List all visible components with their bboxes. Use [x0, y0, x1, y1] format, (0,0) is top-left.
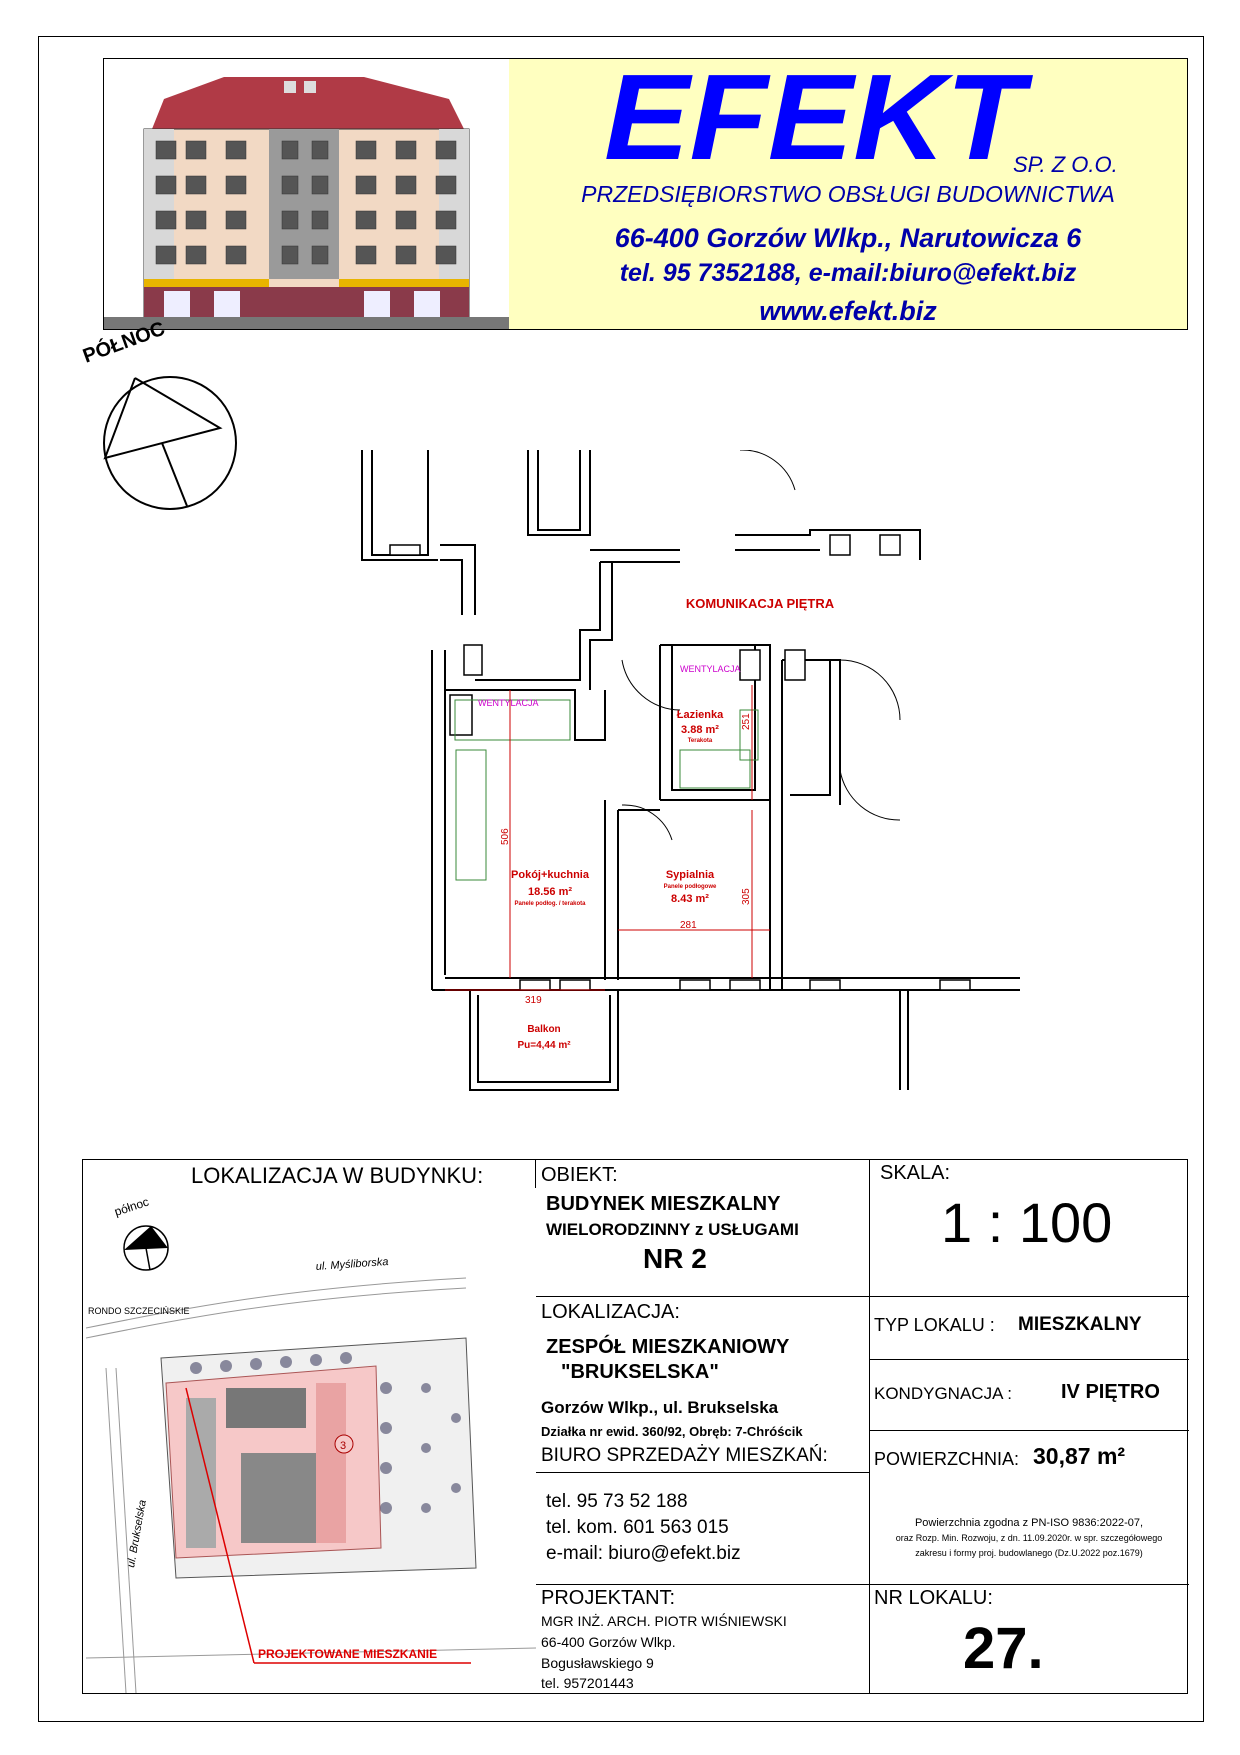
room-kitchen-label: Pokój+kuchnia	[511, 869, 590, 881]
vent-label-kitchen: WENTYLACJA	[478, 698, 539, 708]
sales-mobile[interactable]: tel. kom. 601 563 015	[546, 1517, 729, 1538]
efekt-logo: EFEKT	[604, 63, 1034, 171]
dimension-506: 506	[500, 828, 511, 845]
room-bathroom-label: Łazienka	[677, 709, 724, 721]
designer-city: 66-400 Gorzów Wlkp.	[541, 1634, 676, 1650]
dimension-305: 305	[741, 888, 752, 905]
room-kitchen-area: 18.56 m²	[528, 886, 572, 898]
area-value: 30,87 m²	[1033, 1443, 1126, 1469]
scale-value: 1 : 100	[941, 1191, 1113, 1254]
company-description: PRZEDSIĘBIORSTWO OBSŁUGI BUDOWNICTWA	[581, 181, 1115, 207]
vent-label-bathroom: WENTYLACJA	[680, 664, 741, 674]
north-arrow-icon	[103, 376, 237, 510]
dimension-319: 319	[525, 995, 542, 1006]
room-bathroom-area: 3.88 m²	[681, 724, 719, 736]
designer-name: MGR INŻ. ARCH. PIOTR WIŚNIEWSKI	[541, 1613, 787, 1629]
sales-phone[interactable]: tel. 95 73 52 188	[546, 1491, 688, 1512]
object-label: OBIEKT:	[541, 1164, 618, 1186]
sales-title: BIURO SPRZEDAŻY MIESZKAŃ:	[541, 1445, 828, 1466]
estate-address: Gorzów Wlkp., ul. Brukselska	[541, 1398, 779, 1417]
area-label: POWIERZCHNIA:	[874, 1449, 1020, 1469]
floor-label: KONDYGNACJA :	[874, 1384, 1012, 1403]
unit-label: NR LOKALU:	[874, 1587, 993, 1609]
scale-label: SKALA:	[880, 1162, 951, 1184]
room-bathroom-finish: Terakota	[688, 738, 713, 744]
object-line-2: WIELORODZINNY z USŁUGAMI	[546, 1220, 799, 1239]
area-note-2: oraz Rozp. Min. Rozwoju, z dn. 11.09.202…	[895, 1533, 1163, 1543]
floor-plan: KOMUNIKACJA PIĘTRA Łazienka 3.88 m² Tera…	[361, 450, 1020, 1091]
company-website[interactable]: www.efekt.biz	[759, 296, 937, 326]
sales-email[interactable]: e-mail: biuro@efekt.biz	[546, 1543, 741, 1564]
room-bedroom-area: 8.43 m²	[671, 893, 709, 905]
room-balcony-area: Pu=4,44 m²	[517, 1040, 571, 1051]
logo-text: EFEKT	[604, 63, 1034, 171]
designer-title: PROJEKTANT:	[541, 1587, 676, 1609]
room-corridor-label: KOMUNIKACJA PIĘTRA	[686, 596, 835, 611]
title-block: LOKALIZACJA W BUDYNKU: 3	[82, 1159, 1189, 1694]
area-note-3: zakresu i formy proj. budowlanego (Dz.U.…	[915, 1548, 1143, 1558]
object-line-3: NR 2	[643, 1243, 707, 1274]
room-bedroom-finish: Panele podłogowe	[664, 884, 717, 890]
room-balcony-label: Balkon	[527, 1024, 560, 1035]
building-number: 3	[340, 1440, 346, 1452]
building-elevation-image	[104, 59, 510, 329]
type-value: MIESZKALNY	[1018, 1314, 1142, 1335]
company-contact: tel. 95 7352188, e-mail:biuro@efekt.biz	[619, 259, 1077, 287]
estate-line-1: ZESPÓŁ MIESZKANIOWY	[546, 1336, 790, 1358]
site-map: 3 północ ul. Myśliborska RONDO SZCZECIŃS…	[86, 1188, 536, 1693]
localization-label: LOKALIZACJA:	[541, 1301, 680, 1323]
column-divider	[869, 1160, 870, 1693]
object-line-1: BUDYNEK MIESZKALNY	[546, 1193, 781, 1215]
page-frame	[38, 36, 1204, 1722]
type-label: TYP LOKALU :	[874, 1315, 995, 1335]
logo-suffix: SP. Z O.O.	[1013, 152, 1118, 177]
room-kitchen-finish: Panele podłog. / terakota	[514, 901, 586, 907]
projected-apartment-label: PROJEKTOWANE MIESZKANIE	[258, 1647, 437, 1661]
roundabout-label: RONDO SZCZECIŃSKIE	[88, 1306, 190, 1316]
company-info: EFEKT SP. Z O.O. PRZEDSIĘBIORSTWO OBSŁUG…	[509, 59, 1187, 329]
room-bedroom-label: Sypialnia	[666, 869, 715, 881]
plot-number: Działka nr ewid. 360/92, Obręb: 7-Chróśc…	[541, 1424, 803, 1439]
dimension-281: 281	[680, 920, 697, 931]
floor-value: IV PIĘTRO	[1061, 1381, 1160, 1403]
estate-line-2: "BRUKSELSKA"	[561, 1361, 719, 1383]
location-title: LOKALIZACJA W BUDYNKU:	[191, 1163, 484, 1188]
designer-phone: tel. 957201443	[541, 1675, 634, 1691]
designer-street: Bogusławskiego 9	[541, 1655, 654, 1671]
area-note-1: Powierzchnia zgodna z PN-ISO 9836:2022-0…	[914, 1517, 1144, 1529]
street-mysliborska: ul. Myśliborska	[315, 1256, 388, 1273]
company-header: EFEKT SP. Z O.O. PRZEDSIĘBIORSTWO OBSŁUG…	[103, 58, 1188, 330]
company-address: 66-400 Gorzów Wlkp., Narutowicza 6	[614, 223, 1082, 253]
dimension-251: 251	[741, 713, 752, 730]
unit-number: 27.	[963, 1616, 1044, 1681]
